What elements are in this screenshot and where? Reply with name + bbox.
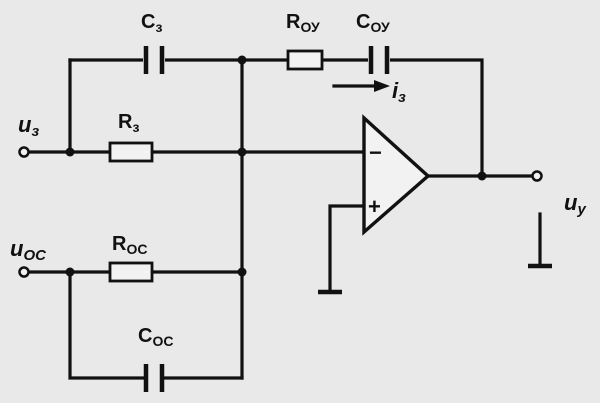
resistor-roy xyxy=(286,49,324,71)
svg-text:Cз: Cз xyxy=(141,11,162,35)
wire-top-right xyxy=(388,58,484,178)
label-cz: Cз xyxy=(141,11,162,35)
resistor-rz xyxy=(108,141,154,163)
node-roc xyxy=(237,267,247,277)
terminal-uz xyxy=(18,146,30,158)
node-output xyxy=(477,171,487,181)
label-iz: iз xyxy=(392,78,406,106)
label-roc: RОС xyxy=(112,233,147,257)
capacitor-coy xyxy=(368,46,390,74)
svg-text:uз: uз xyxy=(18,112,39,140)
svg-text:CОС: CОС xyxy=(138,325,173,349)
wire-coc-left xyxy=(68,270,145,380)
current-arrow-iz xyxy=(332,80,390,92)
svg-text:RОУ: RОУ xyxy=(286,11,320,35)
label-uy: uу xyxy=(564,190,586,218)
terminal-uoc xyxy=(18,266,30,278)
opamp-plus-sign: + xyxy=(368,194,381,219)
svg-text:Rз: Rз xyxy=(118,111,139,135)
wire-noninv-ground xyxy=(328,204,366,292)
svg-text:CОУ: CОУ xyxy=(356,11,390,35)
label-uz: uз xyxy=(18,112,39,140)
svg-text:RОС: RОС xyxy=(112,233,147,257)
node-uz xyxy=(65,147,75,157)
opamp-minus-sign: − xyxy=(369,140,382,165)
label-coy: CОУ xyxy=(356,11,390,35)
svg-text:uу: uу xyxy=(564,190,586,218)
node-sum xyxy=(237,147,247,157)
wires xyxy=(26,58,542,380)
label-roy: RОУ xyxy=(286,11,320,35)
opamp-triangle xyxy=(362,114,431,236)
node-top xyxy=(237,55,247,65)
svg-text:iз: iз xyxy=(392,78,406,106)
label-coc: CОС xyxy=(138,325,173,349)
label-rz: Rз xyxy=(118,111,139,135)
capacitor-cz xyxy=(143,46,165,74)
terminal-uy xyxy=(531,170,543,182)
node-uoc xyxy=(65,267,75,277)
resistor-roc xyxy=(108,261,154,283)
capacitor-coc xyxy=(143,364,165,392)
label-uoc: uОС xyxy=(10,236,47,264)
svg-text:uОС: uОС xyxy=(10,236,47,264)
